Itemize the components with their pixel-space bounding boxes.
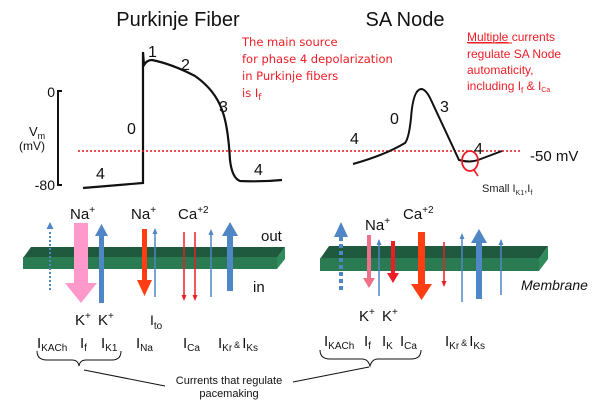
purkinje-ikr-arrowhead-icon <box>208 229 214 235</box>
purkinje-note-line-2: for phase 4 depolarization <box>242 52 393 66</box>
purkinje-ik1-arrow <box>95 224 108 303</box>
caption-connector-left <box>83 369 166 387</box>
sa-current-ica: ICa <box>400 333 417 352</box>
sa-node-note: Multiple currents regulate SA Node autom… <box>467 30 561 95</box>
sa-node-title: SA Node <box>366 9 445 31</box>
sa-phase-4-right: 4 <box>474 141 483 158</box>
purkinje-note-line-4: is If <box>242 86 262 103</box>
purkinje-k-label-2: K+ <box>98 311 114 329</box>
purkinje-membrane <box>23 247 285 269</box>
y-axis-top-tick: 0 <box>47 84 55 100</box>
sa-ik-red-arrow <box>387 241 399 283</box>
sa-note-line-1: Multiple currents <box>467 30 555 44</box>
sa-current-if: If <box>364 333 371 352</box>
purkinje-note: The main source for phase 4 depolarizati… <box>241 35 393 103</box>
in-label: in <box>253 279 265 296</box>
purkinje-phase-0: 0 <box>127 121 136 138</box>
vm-scale-bar <box>57 90 62 186</box>
purkinje-current-ikr-iks: IKr&IKs <box>218 335 258 354</box>
purkinje-iks-arrow <box>222 222 238 291</box>
pacemaking-caption-line-2: pacemaking <box>199 388 258 400</box>
purkinje-ikach-arrowhead-icon <box>46 222 54 229</box>
purkinje-current-ina: INa <box>136 335 153 354</box>
sa-phase-0: 0 <box>390 111 399 128</box>
purkinje-phase-2: 2 <box>181 57 190 74</box>
purkinje-current-ikach: IKACh <box>37 335 67 354</box>
small-ik1-if-label: Small IK1,If <box>482 183 532 197</box>
sa-node-brace <box>319 349 422 368</box>
purkinje-ica-arrowhead-2-icon <box>192 295 198 301</box>
purkinje-if-pink-arrow <box>65 223 97 303</box>
purkinje-ito-arrowhead-icon <box>152 228 158 234</box>
sa-ca-label: Ca+2 <box>403 205 434 223</box>
out-label: out <box>261 228 283 245</box>
sa-note-line-2: regulate SA Node <box>467 47 561 61</box>
threshold-label: -50 mV <box>530 148 578 165</box>
sa-note-line-4: including If & ICa <box>467 79 550 95</box>
purkinje-na-label-left: Na+ <box>70 205 95 223</box>
purkinje-action-potential-trace <box>82 51 283 190</box>
sa-current-ikach: IKACh <box>324 333 354 352</box>
purkinje-na-label-mid: Na+ <box>131 205 156 223</box>
caption-connector-right <box>292 366 370 383</box>
purkinje-ca-label: Ca+2 <box>178 205 209 223</box>
sa-k-label-2: K+ <box>382 307 398 325</box>
sa-phase-3: 3 <box>440 99 449 116</box>
sa-ikr-arrowhead-icon <box>459 233 465 239</box>
purkinje-note-line-3: in Purkinje fibers <box>242 69 338 83</box>
purkinje-ica-arrowhead-1-icon <box>181 295 187 301</box>
sa-k-label-1: K+ <box>359 307 375 325</box>
membrane-label: Membrane <box>521 277 588 293</box>
sa-ica-arrow <box>411 232 432 300</box>
purkinje-note-line-1: The main source <box>241 35 338 49</box>
purkinje-phase-4-left: 4 <box>96 166 105 183</box>
purkinje-phase-1: 1 <box>148 44 157 61</box>
purkinje-title: Purkinje Fiber <box>116 9 240 31</box>
sa-if-pink-arrow <box>363 235 375 288</box>
sa-current-ikr-iks: IKr&IKs <box>445 333 485 352</box>
purkinje-phase-4-right: 4 <box>254 162 263 179</box>
pacemaking-caption-line-1: Currents that regulate <box>176 375 282 387</box>
purkinje-ito-label: Ito <box>150 312 163 332</box>
purkinje-current-ik1: IK1 <box>101 335 118 354</box>
purkinje-phase-3: 3 <box>219 99 228 116</box>
purkinje-brace <box>36 350 122 367</box>
sa-note-line-3: automaticity, <box>467 63 533 77</box>
purkinje-ina-arrow <box>137 229 152 296</box>
sa-iks-arrow <box>471 229 487 299</box>
y-axis-label: Vm <box>29 124 45 141</box>
sa-ikach-arrowhead-icon <box>334 222 348 237</box>
purkinje-current-ica: ICa <box>183 335 200 354</box>
sa-thin-blue-arrowhead-icon <box>498 239 504 245</box>
sa-na-label: Na+ <box>365 216 390 234</box>
sa-phase-4-left: 4 <box>350 131 359 148</box>
sa-if-k-arrowhead-icon <box>376 239 382 245</box>
y-axis-bottom-tick: -80 <box>35 177 55 193</box>
sa-thin-red-arrowhead-icon <box>441 281 447 287</box>
sa-node-membrane <box>320 246 548 271</box>
sa-current-ik: IK <box>382 333 393 352</box>
purkinje-k-label-1: K+ <box>75 311 91 329</box>
purkinje-current-if: If <box>80 335 87 354</box>
y-axis-unit: (mV) <box>19 139 45 153</box>
min-potential-highlight-icon <box>461 150 479 177</box>
